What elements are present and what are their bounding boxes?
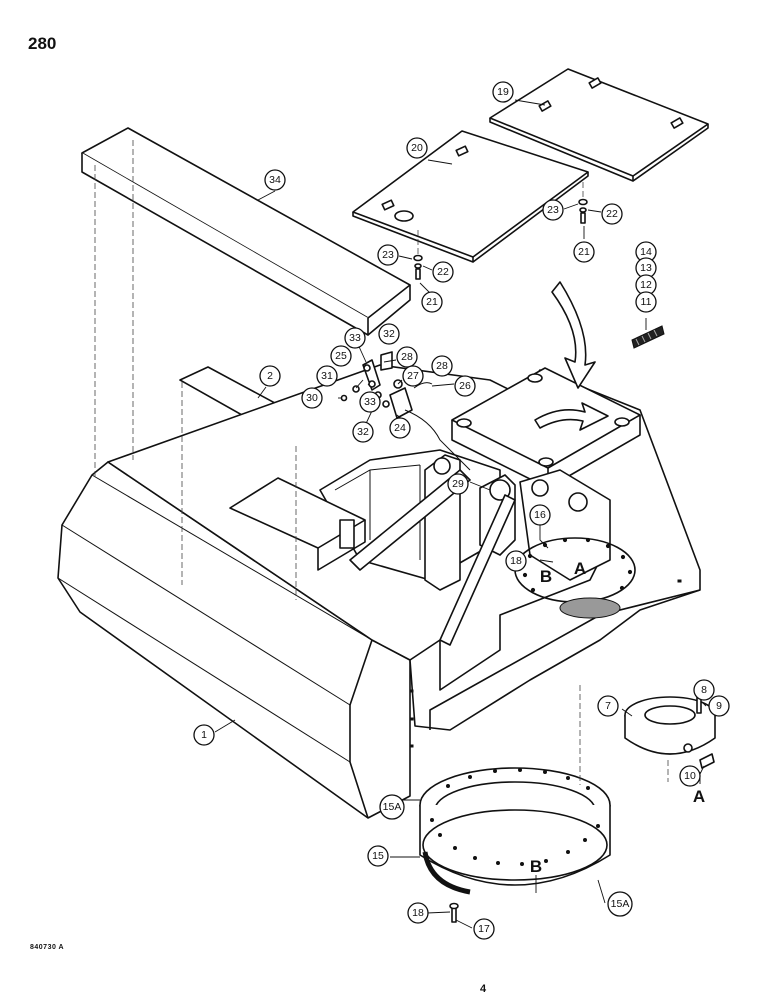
callout-29: 29 xyxy=(447,473,469,495)
svg-text:15: 15 xyxy=(372,850,384,862)
svg-text:32: 32 xyxy=(357,426,369,438)
callout-22-right: 22 xyxy=(601,203,623,225)
callout-21-left: 21 xyxy=(421,291,443,313)
svg-text:12: 12 xyxy=(640,279,652,291)
callout-33-top: 33 xyxy=(344,327,366,349)
callout-16: 16 xyxy=(529,504,551,526)
svg-text:16: 16 xyxy=(534,509,546,521)
svg-text:21: 21 xyxy=(578,246,590,258)
callout-9: 9 xyxy=(708,695,730,717)
callout-23-right: 23 xyxy=(542,199,564,221)
callout-21-right: 21 xyxy=(573,241,595,263)
svg-text:19: 19 xyxy=(497,86,509,98)
svg-text:22: 22 xyxy=(606,208,618,220)
callout-34: 34 xyxy=(264,169,286,191)
page-number: 280 xyxy=(28,34,57,53)
callout-22-left: 22 xyxy=(432,261,454,283)
svg-text:10: 10 xyxy=(684,770,696,782)
callout-30: 30 xyxy=(301,387,323,409)
main-frame xyxy=(57,364,701,819)
svg-text:25: 25 xyxy=(335,350,347,362)
svg-text:13: 13 xyxy=(640,262,652,274)
callout-17: 17 xyxy=(473,918,495,940)
floor-plate-left xyxy=(352,130,589,263)
svg-text:23: 23 xyxy=(382,249,394,261)
svg-text:33: 33 xyxy=(349,332,361,344)
top-cover-plate xyxy=(81,127,411,336)
bottom-page-mark: 4 xyxy=(480,983,487,995)
callout-18-ring: 18 xyxy=(407,902,429,924)
callout-11: 11 xyxy=(635,291,657,313)
alignment-lines xyxy=(94,140,669,785)
svg-text:26: 26 xyxy=(459,380,471,392)
svg-text:18: 18 xyxy=(412,907,424,919)
inner-arrow xyxy=(534,402,609,431)
svg-text:9: 9 xyxy=(716,700,722,712)
svg-text:28: 28 xyxy=(401,351,413,363)
swing-bearing-ring xyxy=(419,767,611,895)
ref-letter-b-frame: B xyxy=(540,567,552,586)
svg-text:30: 30 xyxy=(306,392,318,404)
callout-31: 31 xyxy=(316,365,338,387)
figure-code: 840730 A xyxy=(30,944,65,951)
ref-letter-b-ring: B xyxy=(530,857,542,876)
svg-text:11: 11 xyxy=(641,296,652,308)
svg-text:8: 8 xyxy=(701,684,707,696)
svg-text:15A: 15A xyxy=(383,801,402,813)
callout-1: 1 xyxy=(193,724,215,746)
callout-32-bottom: 32 xyxy=(352,421,374,443)
callout-32-top: 32 xyxy=(378,323,400,345)
floor-plate-fasteners xyxy=(413,182,588,280)
callout-7: 7 xyxy=(597,695,619,717)
callout-18-frame: 18 xyxy=(505,550,527,572)
svg-text:31: 31 xyxy=(321,370,333,382)
callout-24: 24 xyxy=(389,417,411,439)
floor-plate-right xyxy=(489,68,709,182)
svg-text:14: 14 xyxy=(640,246,652,258)
ring-bolt xyxy=(449,902,459,923)
svg-text:17: 17 xyxy=(478,923,490,935)
svg-text:2: 2 xyxy=(267,370,273,382)
svg-text:27: 27 xyxy=(407,370,419,382)
svg-text:15A: 15A xyxy=(611,898,630,910)
callout-23-left: 23 xyxy=(377,244,399,266)
svg-text:28: 28 xyxy=(436,360,448,372)
callout-15a-top: 15A xyxy=(379,794,405,820)
callout-8: 8 xyxy=(693,679,715,701)
callout-26: 26 xyxy=(454,375,476,397)
spring xyxy=(631,325,665,349)
callout-15a-bottom: 15A xyxy=(607,891,633,917)
lock-plate xyxy=(699,753,715,769)
svg-text:7: 7 xyxy=(605,700,611,712)
callout-33-bottom: 33 xyxy=(359,391,381,413)
bearing-cap xyxy=(624,689,716,755)
pedal-linkage-assembly xyxy=(340,351,471,471)
ref-letter-a-frame: A xyxy=(574,559,586,578)
callout-28-right: 28 xyxy=(431,355,453,377)
svg-text:20: 20 xyxy=(411,142,423,154)
svg-text:21: 21 xyxy=(426,296,438,308)
svg-text:29: 29 xyxy=(452,478,464,490)
svg-text:1: 1 xyxy=(201,729,207,741)
svg-text:33: 33 xyxy=(364,396,376,408)
callout-20: 20 xyxy=(406,137,428,159)
callout-28-left: 28 xyxy=(396,346,418,368)
callout-27: 27 xyxy=(402,365,424,387)
svg-text:32: 32 xyxy=(383,328,395,340)
svg-text:24: 24 xyxy=(394,422,406,434)
callout-10: 10 xyxy=(679,765,701,787)
svg-text:22: 22 xyxy=(437,266,449,278)
install-direction-arrow xyxy=(551,281,596,389)
ref-letter-a-cap: A xyxy=(693,787,705,806)
svg-text:23: 23 xyxy=(547,204,559,216)
svg-text:34: 34 xyxy=(269,174,281,186)
callout-19: 19 xyxy=(492,81,514,103)
callout-2: 2 xyxy=(259,365,281,387)
callout-25: 25 xyxy=(330,345,352,367)
callout-15: 15 xyxy=(367,845,389,867)
svg-text:18: 18 xyxy=(510,555,522,567)
